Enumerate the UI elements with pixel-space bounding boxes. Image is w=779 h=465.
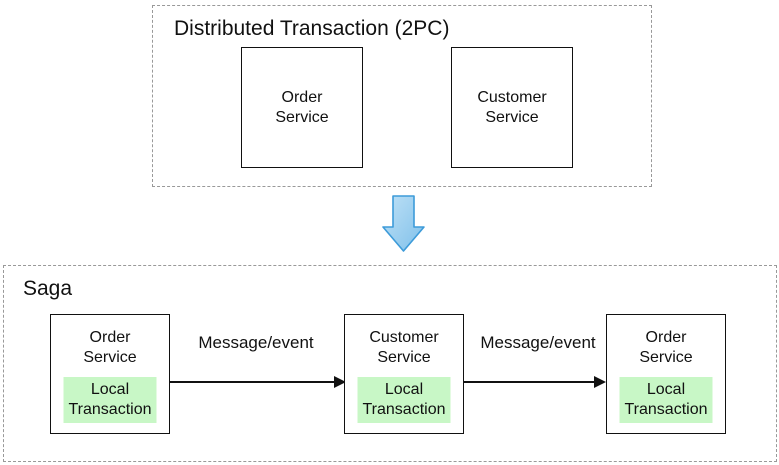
- 2pc-order-service-label: Order Service: [275, 88, 329, 126]
- saga-node-customer-service: Customer Service Local Transaction: [344, 314, 464, 434]
- local-transaction-box-2: Local Transaction: [357, 377, 451, 423]
- message-event-label-1: Message/event: [198, 333, 314, 352]
- arrowhead-icon: [334, 376, 346, 388]
- arrowhead-icon: [594, 376, 606, 388]
- 2pc-section: Distributed Transaction (2PC) Order Serv…: [152, 5, 652, 187]
- saga-order-service-1-label: Order Service: [83, 329, 137, 366]
- arrow-line: [170, 381, 335, 383]
- saga-section-title: Saga: [23, 277, 73, 300]
- saga-section: Saga Order Service Local Transaction Mes…: [3, 265, 777, 462]
- local-transaction-box-3: Local Transaction: [619, 377, 713, 423]
- saga-order-service-2-label: Order Service: [639, 329, 693, 366]
- message-arrow-2: [464, 376, 606, 388]
- saga-node-order-service-2: Order Service Local Transaction: [606, 314, 726, 434]
- message-event-label-2: Message/event: [480, 333, 596, 352]
- 2pc-node-order-service: Order Service: [241, 47, 363, 168]
- local-transaction-box-1: Local Transaction: [63, 377, 157, 423]
- 2pc-node-customer-service: Customer Service: [451, 47, 573, 168]
- 2pc-customer-service-label: Customer Service: [477, 88, 547, 126]
- saga-customer-service-label: Customer Service: [369, 329, 439, 366]
- message-arrow-1: [170, 376, 346, 388]
- arrow-line: [464, 381, 595, 383]
- 2pc-section-title: Distributed Transaction (2PC): [174, 17, 450, 40]
- saga-node-order-service-1: Order Service Local Transaction: [50, 314, 170, 434]
- down-arrow-icon: [382, 195, 425, 252]
